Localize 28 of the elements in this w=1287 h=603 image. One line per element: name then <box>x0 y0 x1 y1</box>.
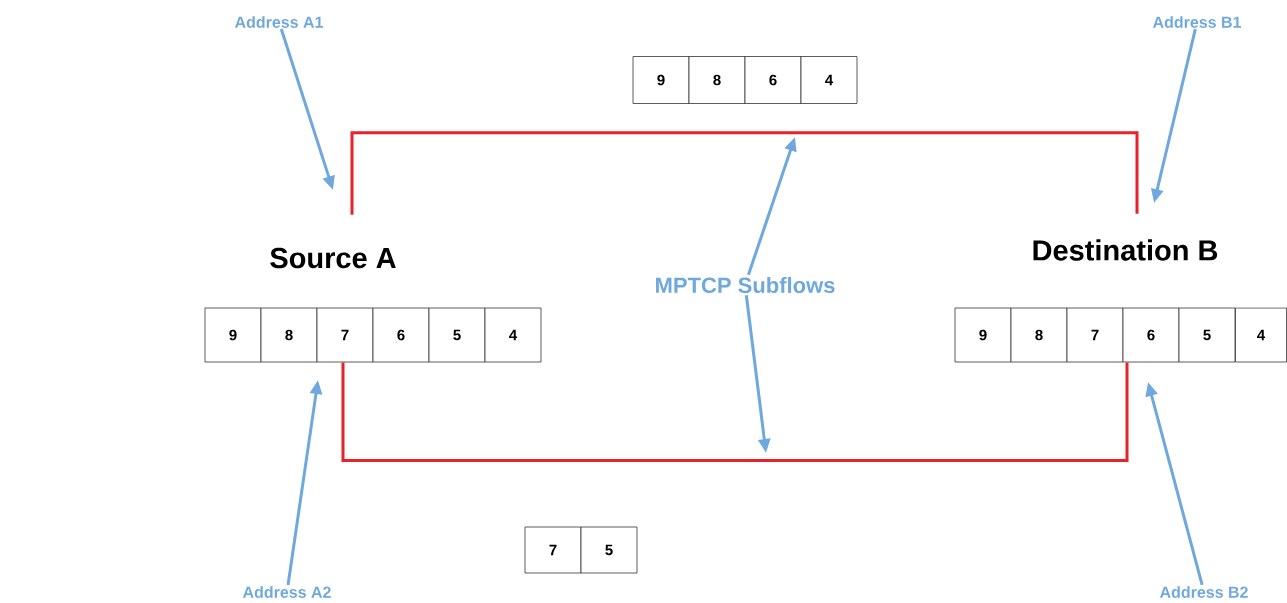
packet-cell: 7 <box>524 526 582 574</box>
packet-cell: 7 <box>1066 307 1124 363</box>
subflow-line <box>350 131 1139 215</box>
packet-cell: 8 <box>1010 307 1068 363</box>
packet-cell: 4 <box>800 56 858 104</box>
packet-cell: 9 <box>954 307 1012 363</box>
address-label: Address B2 <box>1159 586 1248 598</box>
packet-cell: 6 <box>1122 307 1180 363</box>
subflow-line <box>341 362 1129 462</box>
node-label: 4 <box>1257 329 1266 341</box>
subflow-label: MPTCP Subflows <box>656 276 835 294</box>
packet-cell: 9 <box>204 307 262 363</box>
packet-cell: 7 <box>316 307 374 363</box>
packet-cell: 4 <box>1235 307 1287 363</box>
packet-cell: 9 <box>632 56 690 104</box>
packet-cell: 5 <box>428 307 486 363</box>
packet-cell: 5 <box>1178 307 1236 363</box>
host-label: Destination B <box>1033 239 1218 261</box>
address-label: Address A2 <box>242 586 331 598</box>
address-label: Address A1 <box>234 16 323 28</box>
packet-cell: 6 <box>372 307 430 363</box>
address-label: Address B1 <box>1152 16 1241 28</box>
packet-cell: 8 <box>688 56 746 104</box>
packet-cell: 4 <box>484 307 542 363</box>
host-label: Source A <box>270 247 396 269</box>
packet-cell: 6 <box>744 56 802 104</box>
packet-cell: 8 <box>260 307 318 363</box>
packet-cell: 5 <box>580 526 638 574</box>
